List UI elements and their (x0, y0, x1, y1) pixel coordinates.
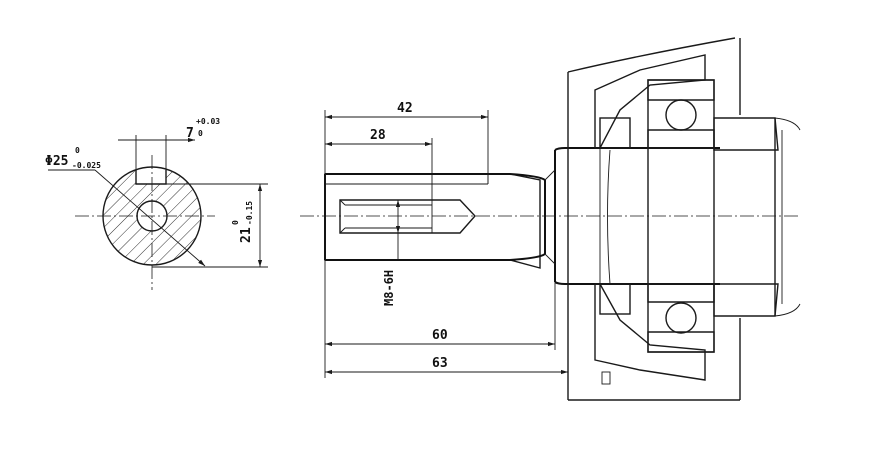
key-width-upper-tol: +0.03 (196, 117, 220, 126)
key-width-label: 7 (186, 126, 194, 141)
dimensions-side (324, 110, 569, 378)
key-depth-upper-tol: 0 (231, 220, 240, 225)
dim-63: 63 (432, 356, 448, 371)
diameter-label: Φ25 (45, 154, 68, 169)
key-width-lower-tol: 0 (198, 129, 203, 138)
dim-42: 42 (397, 101, 413, 116)
shaft-side-view (300, 147, 800, 285)
key-depth-lower-tol: -0.15 (245, 201, 254, 225)
key-depth-label: 21 (239, 227, 254, 243)
nut-upper (713, 117, 779, 151)
dim-28: 28 (370, 128, 386, 143)
nut-lower (713, 283, 779, 317)
diameter-lower-tol: -0.025 (72, 161, 101, 170)
diameter-upper-tol: 0 (75, 146, 80, 155)
upper-bearing (647, 79, 715, 149)
lower-bearing (647, 283, 715, 353)
dim-60: 60 (432, 328, 448, 343)
housing-bearing (567, 37, 801, 401)
shaft-cross-section (48, 135, 268, 290)
thread-label: M8-6H (382, 270, 396, 306)
threaded-bore (339, 199, 476, 234)
